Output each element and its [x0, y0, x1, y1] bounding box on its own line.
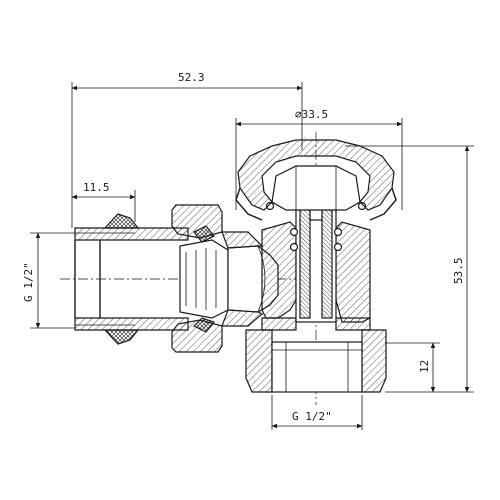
- seal-upper-union: [193, 225, 215, 243]
- dimension-handwheel-diameter: ⌀33.5: [235, 108, 403, 210]
- seal-upper-left: [103, 213, 140, 229]
- outlet-thread-label: G 1/2": [292, 410, 332, 423]
- overall-length-label: 52.3: [178, 71, 205, 84]
- union-nut: [171, 204, 229, 353]
- outlet-thread-length-label: 12: [418, 360, 431, 373]
- valve-body: [245, 221, 387, 393]
- handwheel-cap: [235, 139, 397, 221]
- dimension-overall-length: 52.3: [71, 71, 303, 228]
- dimension-inlet-thread-length: 11.5: [71, 181, 136, 222]
- handwheel-diameter-label: ⌀33.5: [295, 108, 328, 121]
- inlet-thread-label: G 1/2": [22, 262, 35, 302]
- dimension-outlet-thread-length: 12: [385, 342, 440, 393]
- dimension-inlet-thread: G 1/2": [22, 232, 75, 329]
- overall-height-label: 53.5: [452, 258, 465, 285]
- seal-lower-left: [103, 329, 140, 345]
- seal-lower-union: [192, 317, 216, 333]
- dimension-overall-height: 53.5: [345, 145, 474, 393]
- dimension-outlet-thread: G 1/2": [271, 395, 363, 430]
- inlet-thread-length-label: 11.5: [83, 181, 110, 194]
